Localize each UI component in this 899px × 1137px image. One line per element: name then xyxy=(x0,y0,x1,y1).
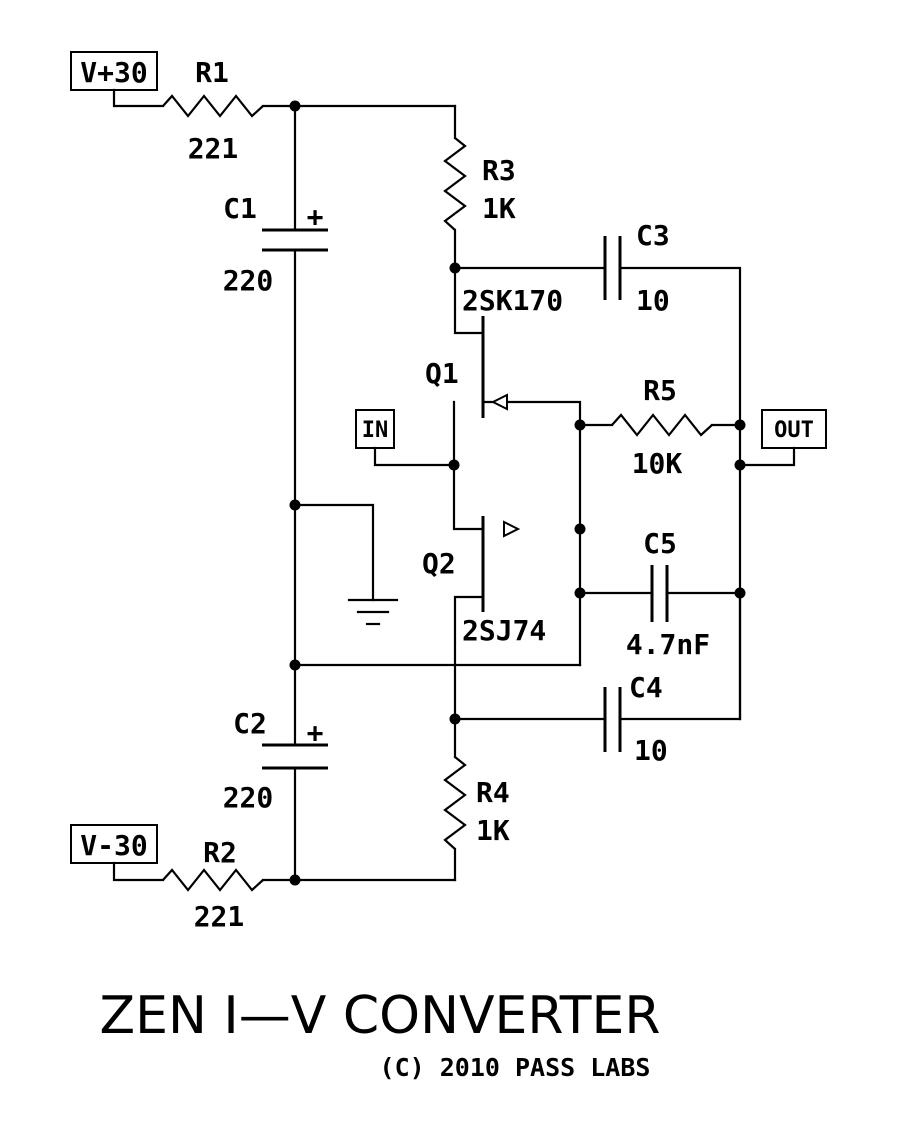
q2-ref: Q2 xyxy=(422,547,456,580)
r2-value: 221 xyxy=(194,900,245,933)
c4-ref: C4 xyxy=(629,671,663,704)
port-out: OUT xyxy=(761,409,827,449)
resistor-r4: R4 1K xyxy=(443,756,510,850)
capacitor-c2: + C2 220 xyxy=(223,707,328,814)
r2-ref: R2 xyxy=(203,836,237,869)
junction-dot xyxy=(734,419,746,431)
port-vplus-label: V+30 xyxy=(80,56,147,89)
junction-dot xyxy=(734,459,746,471)
junction-dot xyxy=(574,419,586,431)
resistor-r1: R1 221 xyxy=(162,56,264,165)
r5-ref: R5 xyxy=(643,374,677,407)
ground-symbol xyxy=(347,598,399,626)
resistor-r2: R2 221 xyxy=(162,836,264,933)
junction-dot xyxy=(574,587,586,599)
c1-polarity: + xyxy=(307,200,324,233)
capacitor-c1: + C1 220 xyxy=(223,192,328,297)
port-vplus: V+30 xyxy=(70,51,158,91)
port-vminus: V-30 xyxy=(70,824,158,864)
r3-value: 1K xyxy=(482,192,516,225)
c3-value: 10 xyxy=(636,284,670,317)
c2-value: 220 xyxy=(223,781,274,814)
transistor-q1: Q1 2SK170 xyxy=(425,284,563,418)
c5-ref: C5 xyxy=(643,527,677,560)
q1-part: 2SK170 xyxy=(462,284,563,317)
capacitor-c4: C4 10 xyxy=(603,671,668,767)
wires xyxy=(112,88,796,882)
port-in-label: IN xyxy=(362,418,389,443)
q1-ref: Q1 xyxy=(425,357,459,390)
c3-ref: C3 xyxy=(636,219,670,252)
port-vminus-label: V-30 xyxy=(80,829,147,862)
port-out-label: OUT xyxy=(774,418,814,443)
r4-ref: R4 xyxy=(476,776,510,809)
junction-dots xyxy=(289,100,746,886)
r5-value: 10K xyxy=(632,447,683,480)
junction-dot xyxy=(574,523,586,535)
resistor-r3: R3 1K xyxy=(443,137,516,231)
page-title: ZEN I—V CONVERTER xyxy=(99,986,660,1046)
c4-value: 10 xyxy=(634,734,668,767)
junction-dot xyxy=(448,459,460,471)
port-in: IN xyxy=(355,409,395,449)
transistor-q2: Q2 2SJ74 xyxy=(422,516,546,647)
junction-dot xyxy=(289,874,301,886)
credit-line: (C) 2010 PASS LABS xyxy=(380,1053,651,1082)
q2-part: 2SJ74 xyxy=(462,614,546,647)
r1-ref: R1 xyxy=(195,56,229,89)
junction-dot xyxy=(449,262,461,274)
junction-dot xyxy=(734,587,746,599)
c1-value: 220 xyxy=(223,264,274,297)
capacitor-c5: C5 4.7nF xyxy=(626,527,710,661)
capacitor-c3: C3 10 xyxy=(603,219,670,317)
r4-value: 1K xyxy=(476,814,510,847)
c5-value: 4.7nF xyxy=(626,628,710,661)
resistor-r5: R5 10K xyxy=(611,374,713,480)
junction-dot xyxy=(289,659,301,671)
r3-ref: R3 xyxy=(482,154,516,187)
r1-value: 221 xyxy=(188,132,239,165)
c1-ref: C1 xyxy=(223,192,257,225)
junction-dot xyxy=(289,499,301,511)
junction-dot xyxy=(449,713,461,725)
junction-dot xyxy=(289,100,301,112)
c2-polarity: + xyxy=(307,716,324,749)
c2-ref: C2 xyxy=(233,707,267,740)
